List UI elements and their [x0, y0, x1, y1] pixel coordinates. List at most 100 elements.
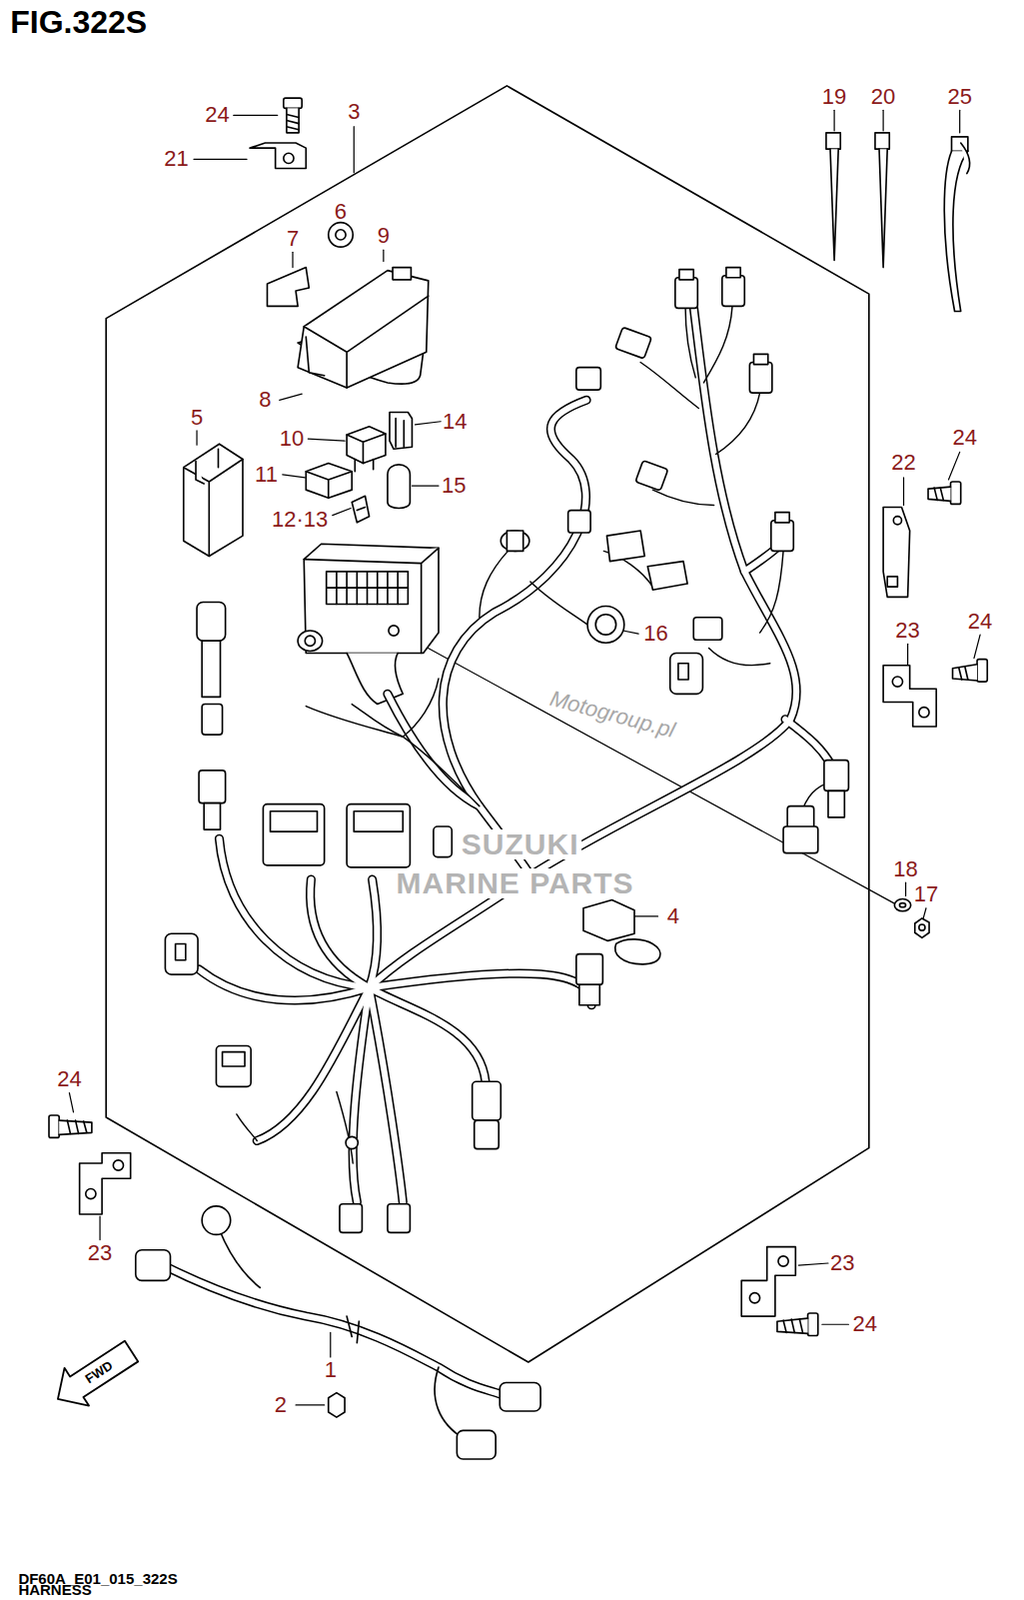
fuse-box — [266, 222, 428, 388]
connector — [339, 1203, 362, 1233]
connector — [345, 1135, 358, 1148]
leader-line — [411, 484, 439, 486]
connector — [198, 770, 226, 804]
connector — [262, 804, 324, 866]
sub-harness — [162, 1264, 505, 1396]
harness-cable — [369, 879, 378, 988]
leader-line — [903, 477, 905, 506]
connector — [647, 561, 688, 591]
assembly-outline — [105, 85, 870, 1362]
leader-line — [307, 438, 345, 441]
leader-line — [68, 109, 981, 1405]
callout-number: 22 — [891, 451, 916, 474]
wire — [716, 392, 761, 454]
leader-line — [279, 393, 302, 400]
callout-number: 24 — [968, 610, 993, 633]
callout-number: 23 — [895, 619, 920, 642]
callout-number: 3 — [347, 100, 360, 123]
watermark: SUZUKI — [458, 829, 583, 860]
bracket — [283, 152, 294, 163]
callout-number: 8 — [258, 388, 271, 411]
relay — [351, 495, 369, 523]
callout-number: 6 — [334, 200, 347, 223]
connector — [775, 512, 790, 523]
leader-line — [193, 158, 247, 160]
sub-harness — [218, 1228, 260, 1287]
connector — [615, 326, 652, 359]
connector — [387, 1203, 410, 1233]
callout-number: 4 — [667, 905, 680, 928]
assembly-outline — [105, 85, 870, 1362]
connector — [615, 939, 661, 965]
leader-line — [329, 1331, 331, 1357]
cable-tie — [961, 142, 971, 174]
leader-line — [399, 632, 896, 905]
sub-harness — [346, 1315, 359, 1343]
junction-box — [297, 630, 323, 651]
callout-number: 18 — [893, 858, 918, 881]
connector — [270, 811, 318, 832]
connector — [675, 277, 698, 309]
relay — [183, 443, 243, 556]
bracket — [749, 1292, 760, 1303]
leader-line — [332, 508, 351, 516]
junction-box — [304, 635, 315, 646]
callout-number: 9 — [377, 224, 390, 247]
relay — [387, 464, 410, 509]
fuse-box — [303, 295, 429, 388]
connector — [346, 804, 410, 868]
connector — [222, 1051, 245, 1066]
bolt — [66, 1119, 86, 1133]
figure-caption: HARNESS — [17, 1581, 91, 1597]
connector — [693, 617, 723, 640]
connector — [579, 984, 600, 1005]
bracket — [883, 665, 937, 727]
harness-cable — [369, 973, 593, 1006]
sub-harness — [328, 1392, 345, 1418]
leader-line — [833, 109, 835, 130]
callout-number: 7 — [286, 227, 299, 250]
bolt — [48, 97, 988, 1335]
leader-line — [634, 915, 658, 917]
wire — [703, 305, 733, 383]
cable-tie — [826, 132, 841, 149]
bolt — [283, 97, 302, 108]
callout-number: 17 — [914, 883, 939, 906]
bolt — [953, 664, 979, 681]
wire — [685, 305, 696, 377]
callout-number: 15 — [441, 474, 466, 497]
bolt — [934, 487, 944, 500]
leader-line — [98, 1215, 100, 1239]
sub-harness — [456, 1429, 496, 1459]
leader-line — [233, 114, 278, 116]
callout-number: 24 — [852, 1312, 877, 1335]
bracket — [741, 1246, 796, 1316]
sub-harness — [135, 1205, 541, 1459]
connector — [215, 1045, 251, 1087]
relay — [354, 459, 373, 472]
figure-title: FIG.322S — [9, 5, 147, 38]
bracket — [883, 506, 911, 597]
callout-number: 23 — [87, 1241, 112, 1264]
bolt — [286, 113, 299, 129]
harness-cable — [310, 879, 370, 988]
bolt — [777, 1317, 809, 1333]
leader-line — [923, 908, 927, 920]
leader-line — [415, 421, 442, 425]
fuse-box — [328, 222, 354, 248]
bolt — [928, 486, 951, 501]
wire — [760, 550, 784, 633]
connector — [433, 826, 452, 858]
connector — [749, 362, 772, 394]
leader-line — [905, 882, 907, 896]
leader-line — [382, 249, 384, 261]
connector — [679, 269, 694, 280]
bolt — [950, 481, 961, 504]
callout-number: 23 — [830, 1251, 855, 1274]
harness-cable — [442, 399, 587, 876]
callout-number: 12·13 — [271, 508, 328, 531]
watermark: MARINE PARTS — [393, 868, 638, 899]
wire — [709, 647, 771, 665]
leader-line — [907, 643, 909, 665]
leader-line — [948, 451, 960, 480]
